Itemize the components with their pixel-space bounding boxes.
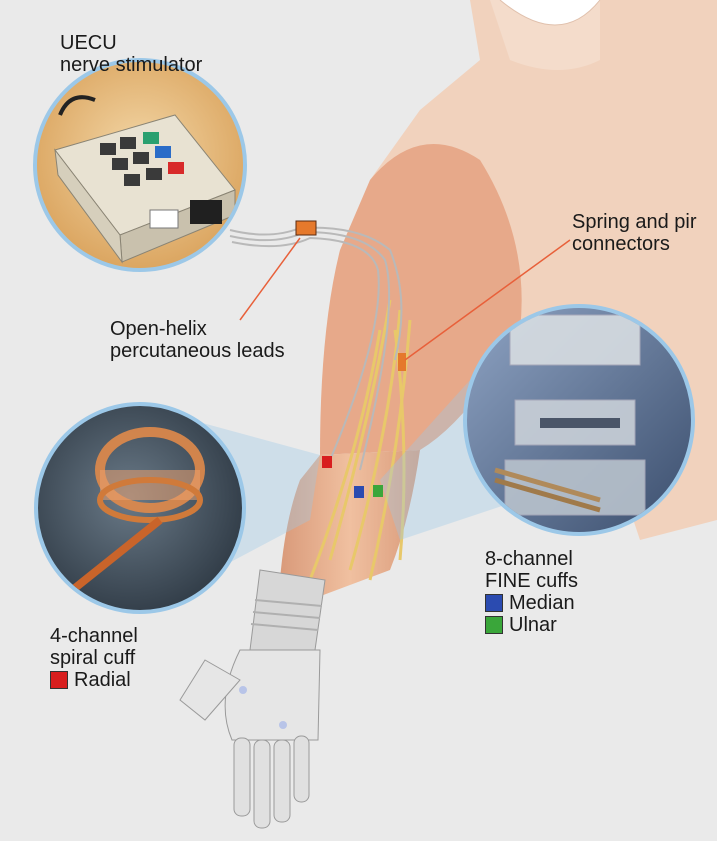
stimulator-label-line2: nerve stimulator [60, 54, 202, 76]
spiral-cuff-inset [36, 404, 244, 612]
ulnar-label: Ulnar [509, 614, 557, 636]
radial-swatch [50, 671, 68, 689]
spiral-label-line1: 4-channel [50, 625, 138, 647]
leads-label: Open-helix percutaneous leads [110, 318, 285, 362]
median-label: Median [509, 592, 575, 614]
leads-label-line2: percutaneous leads [110, 340, 285, 362]
connectors-label: Spring and pir connectors [572, 211, 697, 255]
legend-radial: Radial [50, 669, 138, 691]
spiral-label: 4-channel spiral cuff Radial [50, 625, 138, 691]
radial-electrode [322, 456, 332, 468]
fine-label-line2: FINE cuffs [485, 570, 578, 592]
prosthetic-hand [180, 570, 325, 828]
ulnar-electrode [373, 485, 383, 497]
radial-label: Radial [74, 669, 131, 691]
legend-median: Median [485, 592, 578, 614]
stimulator-label: UECU nerve stimulator [60, 32, 202, 76]
leads-pointer [240, 238, 300, 320]
fine-cuffs-inset [465, 306, 693, 534]
stimulator-inset [35, 60, 245, 270]
median-electrode [354, 486, 364, 498]
spiral-label-line2: spiral cuff [50, 647, 138, 669]
stimulator-label-line1: UECU [60, 32, 202, 54]
leads-label-line1: Open-helix [110, 318, 285, 340]
connector-small [398, 353, 406, 371]
connector-block [296, 221, 316, 235]
fine-label-line1: 8-channel [485, 548, 578, 570]
legend-ulnar: Ulnar [485, 614, 578, 636]
fine-label: 8-channel FINE cuffs Median Ulnar [485, 548, 578, 636]
connectors-label-line2: connectors [572, 233, 697, 255]
connectors-label-line1: Spring and pir [572, 211, 697, 233]
ulnar-swatch [485, 616, 503, 634]
median-swatch [485, 594, 503, 612]
